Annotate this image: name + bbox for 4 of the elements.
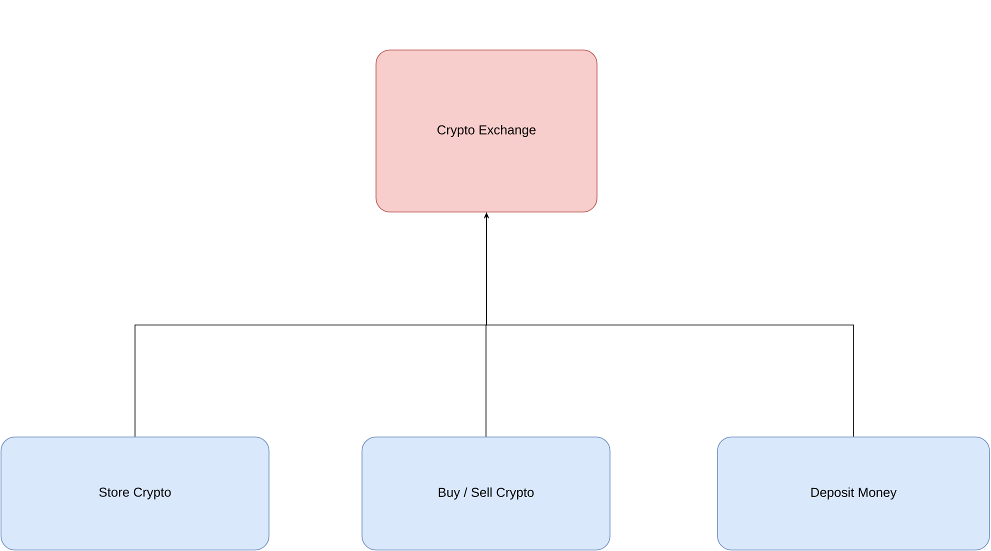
process-box: Store Crypto	[0, 436, 270, 550]
process-box: Deposit Money	[717, 436, 990, 550]
process-box: Crypto Exchange	[376, 50, 598, 212]
process-box: Buy / Sell Crypto	[362, 436, 610, 550]
